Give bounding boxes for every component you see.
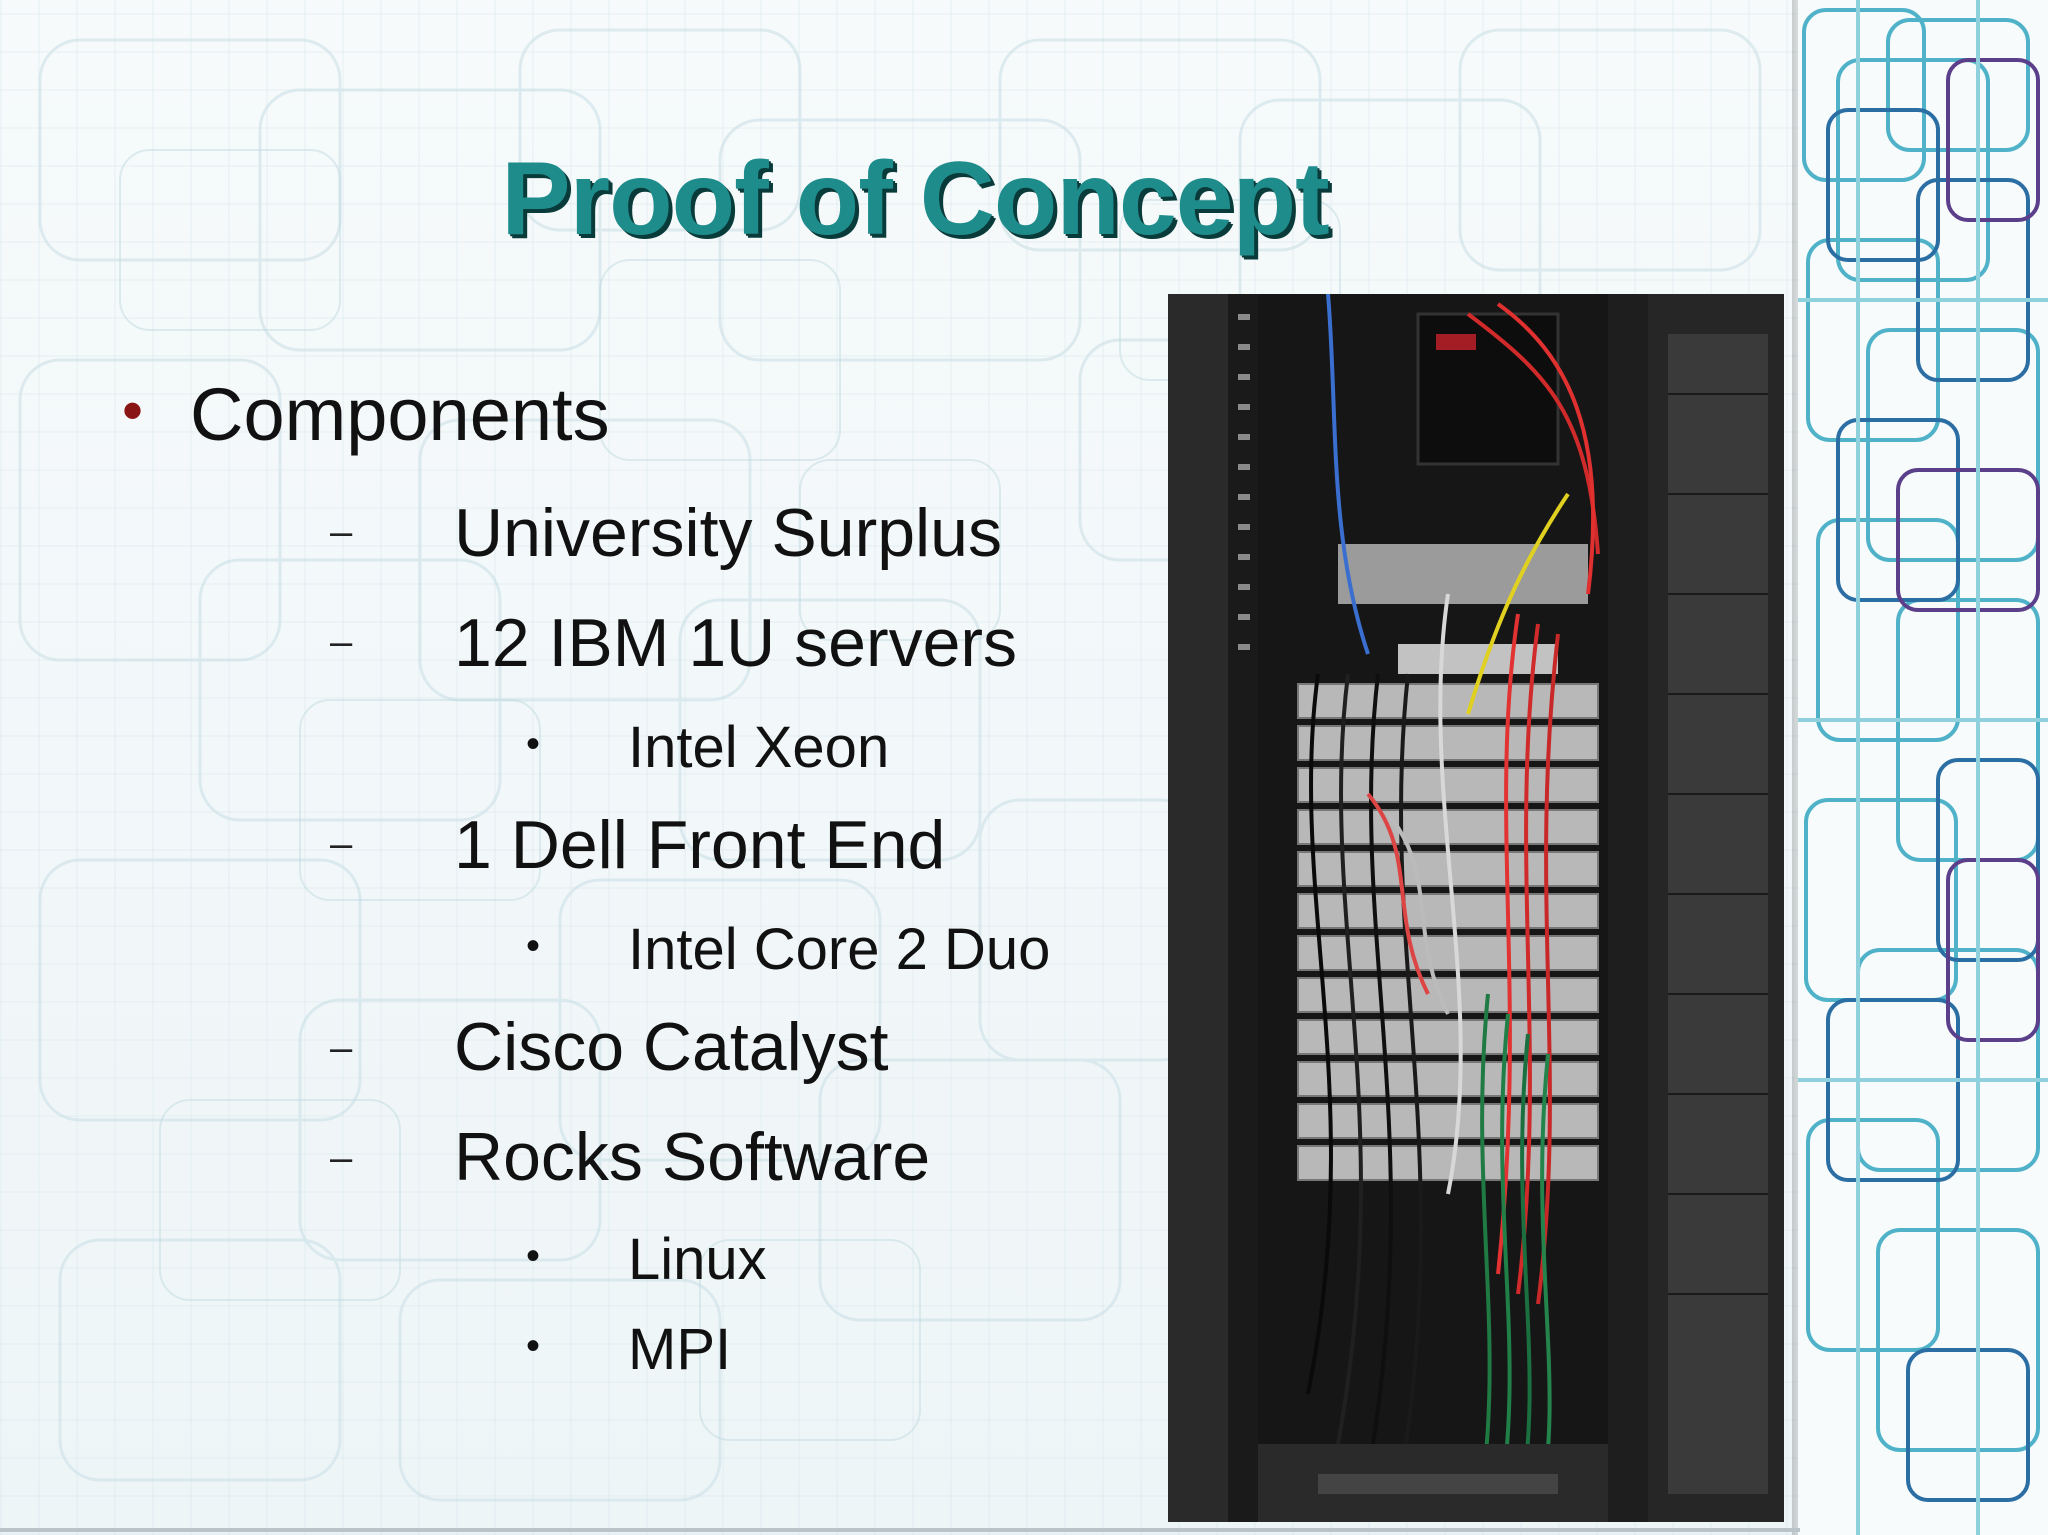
bullet-icon: •: [122, 377, 144, 444]
dash-icon: –: [330, 1026, 353, 1070]
dash-icon: –: [330, 620, 353, 664]
bullet-icon: •: [526, 1234, 541, 1278]
dash-icon: –: [330, 1136, 353, 1180]
server-rack-photo: [1168, 294, 1784, 1522]
subsubitem-mpi: MPI: [628, 1317, 732, 1382]
subitem-cisco-catalyst: Cisco Catalyst: [454, 1009, 889, 1085]
dash-icon: –: [330, 510, 353, 554]
subsubitem-intel-xeon: Intel Xeon: [628, 715, 890, 780]
subitem-ibm-servers: 12 IBM 1U servers: [454, 605, 1018, 681]
decorative-circuit-strip: [1798, 0, 2048, 1535]
bullet-components: Components: [190, 373, 610, 456]
subsubitem-intel-core-2-duo: Intel Core 2 Duo: [628, 917, 1051, 982]
bottom-rule: [0, 1528, 1800, 1532]
subitem-dell-front-end: 1 Dell Front End: [454, 807, 946, 883]
bullet-icon: •: [526, 924, 541, 968]
subsubitem-linux: Linux: [628, 1227, 767, 1292]
bullet-icon: •: [526, 1324, 541, 1368]
dash-icon: –: [330, 822, 353, 866]
subitem-university-surplus: University Surplus: [454, 495, 1002, 571]
subitem-rocks-software: Rocks Software: [454, 1119, 931, 1195]
bullet-icon: •: [526, 722, 541, 766]
slide-title: Proof of Concept: [501, 141, 1329, 257]
